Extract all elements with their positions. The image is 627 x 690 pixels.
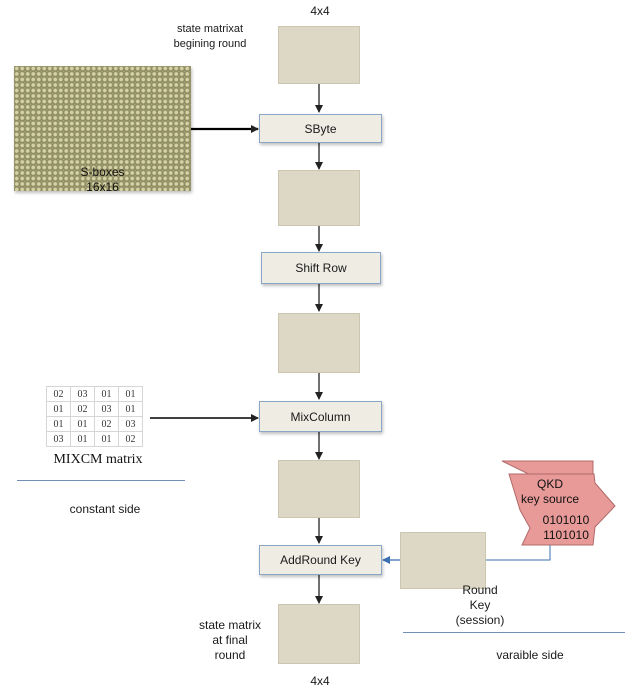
state-matrix-after-shiftrow — [278, 313, 360, 373]
mixcm-cell: 03 — [46, 431, 71, 447]
mixcm-row: 01 02 03 01 — [46, 401, 143, 417]
mixcm-cell: 02 — [94, 416, 119, 432]
state-final-label: state matrix at final round — [185, 618, 275, 663]
state-matrix-final — [278, 604, 360, 664]
state-matrix-after-sbyte — [278, 170, 360, 226]
mixcm-cell: 01 — [94, 431, 119, 447]
s-boxes-label: S-boxes 16x16 — [14, 165, 191, 195]
mixcm-cell: 01 — [70, 416, 95, 432]
mixcm-cell: 02 — [118, 431, 143, 447]
mixcm-cell: 01 — [46, 401, 71, 417]
mixcm-row: 01 01 02 03 — [46, 416, 143, 432]
add-round-key-step: AddRound Key — [259, 545, 382, 575]
state-final-line1: state matrix — [198, 618, 261, 632]
qkd-source-tag — [508, 473, 616, 546]
mixcm-cell: 01 — [118, 386, 143, 402]
mixcm-matrix-label: MIXCM matrix — [53, 452, 143, 467]
state-final-line3: round — [214, 648, 246, 662]
sbyte-step: SByte — [259, 114, 382, 143]
state-begin-label: state matrixat begining round — [150, 22, 270, 52]
constant-side-label: constant side — [69, 502, 141, 516]
mixcm-cell: 02 — [46, 386, 71, 402]
state-matrix-begin — [278, 26, 360, 84]
bottom-size-label: 4x4 — [310, 674, 330, 688]
variable-side-divider — [403, 632, 625, 633]
mixcm-cell: 03 — [118, 416, 143, 432]
qkd-title-line2: key source — [520, 492, 580, 506]
mixcm-cell: 01 — [118, 401, 143, 417]
mixcm-row: 02 03 01 01 — [46, 386, 143, 402]
mixcm-matrix-table: 02 03 01 01 01 02 03 01 01 01 02 03 03 0… — [46, 386, 143, 447]
qkd-connector-line — [486, 545, 551, 561]
round-key-label-line2: Key — [469, 598, 491, 612]
mix-column-step: MixColumn — [259, 401, 382, 432]
state-begin-line1: state matrixat — [176, 23, 244, 35]
round-key-label: Round Key (session) — [440, 583, 520, 628]
qkd-bits-line2: 1101010 — [543, 528, 589, 542]
mixcm-cell: 02 — [70, 401, 95, 417]
qkd-title: QKD key source — [505, 477, 595, 507]
s-boxes-label-line1: S-boxes — [80, 165, 125, 179]
state-final-line2: at final — [212, 633, 248, 647]
round-key-label-line3: (session) — [455, 613, 505, 627]
mixcm-cell: 03 — [94, 401, 119, 417]
s-boxes-grid — [14, 66, 191, 191]
qkd-bits-line1: 0101010 — [542, 513, 590, 527]
mixcm-cell: 01 — [46, 416, 71, 432]
mixcm-row: 03 01 01 02 — [46, 431, 143, 447]
state-matrix-after-mixcolumn — [278, 460, 360, 518]
qkd-bits: 0101010 1101010 — [528, 513, 604, 543]
round-key-label-line1: Round — [462, 583, 498, 597]
shift-row-step: Shift Row — [261, 252, 381, 284]
mixcm-cell: 01 — [70, 431, 95, 447]
variable-side-label: varaible side — [496, 648, 564, 662]
mixcm-cell: 01 — [94, 386, 119, 402]
constant-side-divider — [17, 480, 185, 481]
top-size-label: 4x4 — [310, 4, 330, 18]
state-begin-line2: begining round — [173, 38, 247, 50]
qkd-title-line1: QKD — [536, 477, 563, 491]
mixcm-cell: 03 — [70, 386, 95, 402]
round-key-matrix — [400, 532, 486, 589]
s-boxes-label-line2: 16x16 — [86, 180, 119, 194]
